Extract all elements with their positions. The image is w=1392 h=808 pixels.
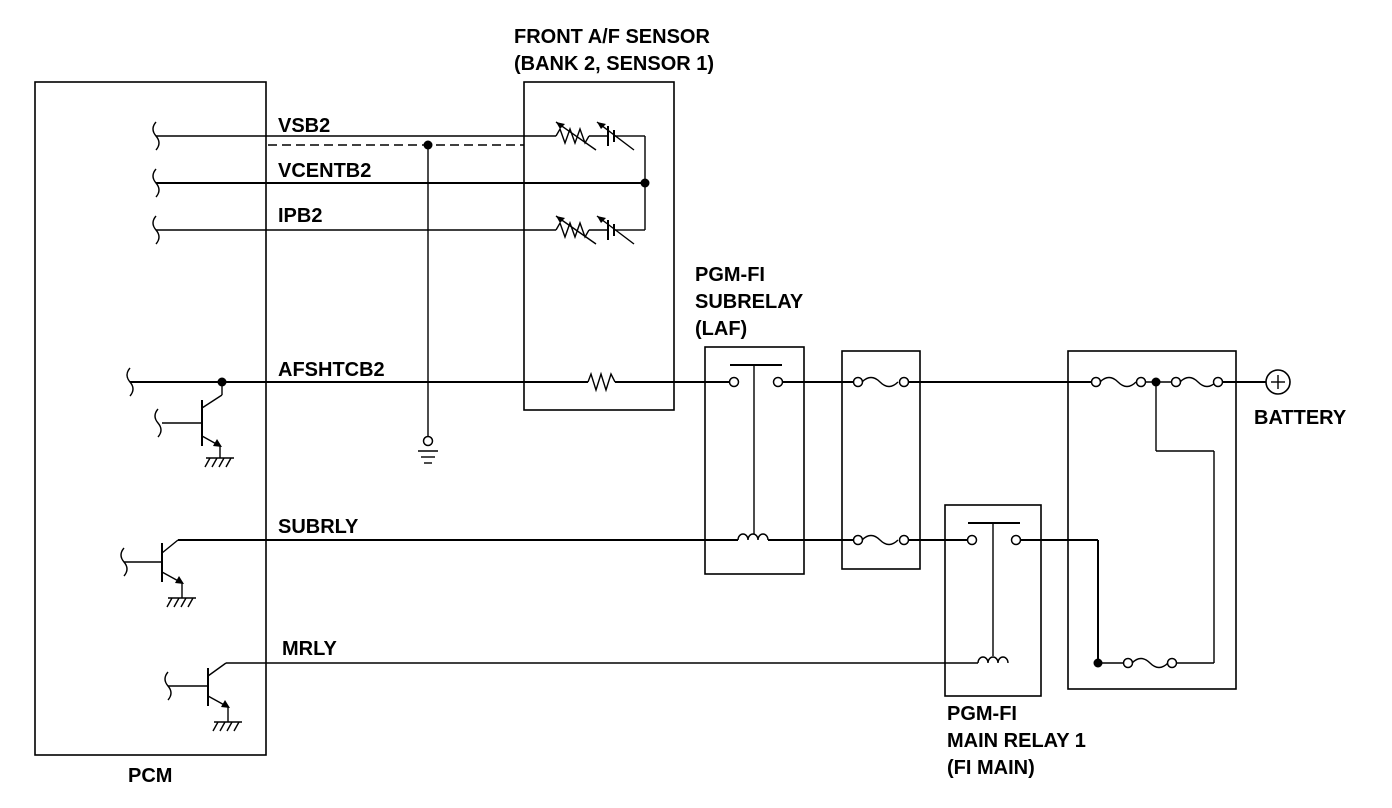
wire-label-ipb2: IPB2	[278, 205, 322, 227]
subrelay-box	[704, 346, 805, 575]
right-fuse-box-internals	[1090, 376, 1224, 669]
wire-label-vcentb2: VCENTB2	[278, 160, 371, 182]
wire-label-afshtcb2: AFSHTCB2	[278, 359, 385, 381]
main-relay-box	[944, 504, 1042, 697]
main-relay-label-1: PGM-FI	[947, 703, 1017, 725]
fuse-box-right	[1067, 350, 1237, 690]
main-relay-switch-icon	[966, 522, 1099, 663]
battery-label: BATTERY	[1254, 407, 1347, 429]
wire-label-subrly: SUBRLY	[278, 516, 359, 538]
sensor-wiring	[156, 135, 650, 437]
pcm-box	[34, 81, 267, 756]
subrelay-label-3: (LAF)	[695, 318, 747, 340]
subrelay-coil-icon	[178, 533, 968, 541]
subrelay-label-1: PGM-FI	[695, 264, 765, 286]
plus-circle-icon	[1265, 369, 1291, 395]
sensor-cell-top	[555, 121, 635, 151]
wire-label-mrly: MRLY	[282, 638, 337, 660]
fuse-icon	[852, 376, 910, 388]
sensor-title: FRONT A/F SENSOR	[514, 26, 710, 48]
subrelay-label-2: SUBRELAY	[695, 291, 804, 313]
sensor-subtitle: (BANK 2, SENSOR 1)	[514, 53, 714, 75]
heater-driver-transistor-icon	[162, 382, 234, 468]
heater-circuit	[130, 371, 1266, 393]
fuse-icon	[852, 534, 910, 546]
pcm-label: PCM	[128, 765, 172, 787]
wire-label-vsb2: VSB2	[278, 115, 330, 137]
main-relay-label-3: (FI MAIN)	[947, 757, 1035, 779]
sensor-cell-bottom	[555, 215, 635, 245]
mrly-driver-transistor-icon	[168, 662, 242, 732]
signal-ground-icon	[418, 435, 438, 464]
af-sensor-box	[523, 81, 675, 411]
pcm-input-squiggles	[120, 121, 172, 701]
subrelay-switch-icon	[728, 364, 784, 534]
fuse-box-middle	[841, 350, 921, 570]
main-relay-coil-icon	[226, 656, 1009, 664]
subrly-driver-transistor-icon	[124, 539, 196, 608]
main-relay-label-2: MAIN RELAY 1	[947, 730, 1086, 752]
